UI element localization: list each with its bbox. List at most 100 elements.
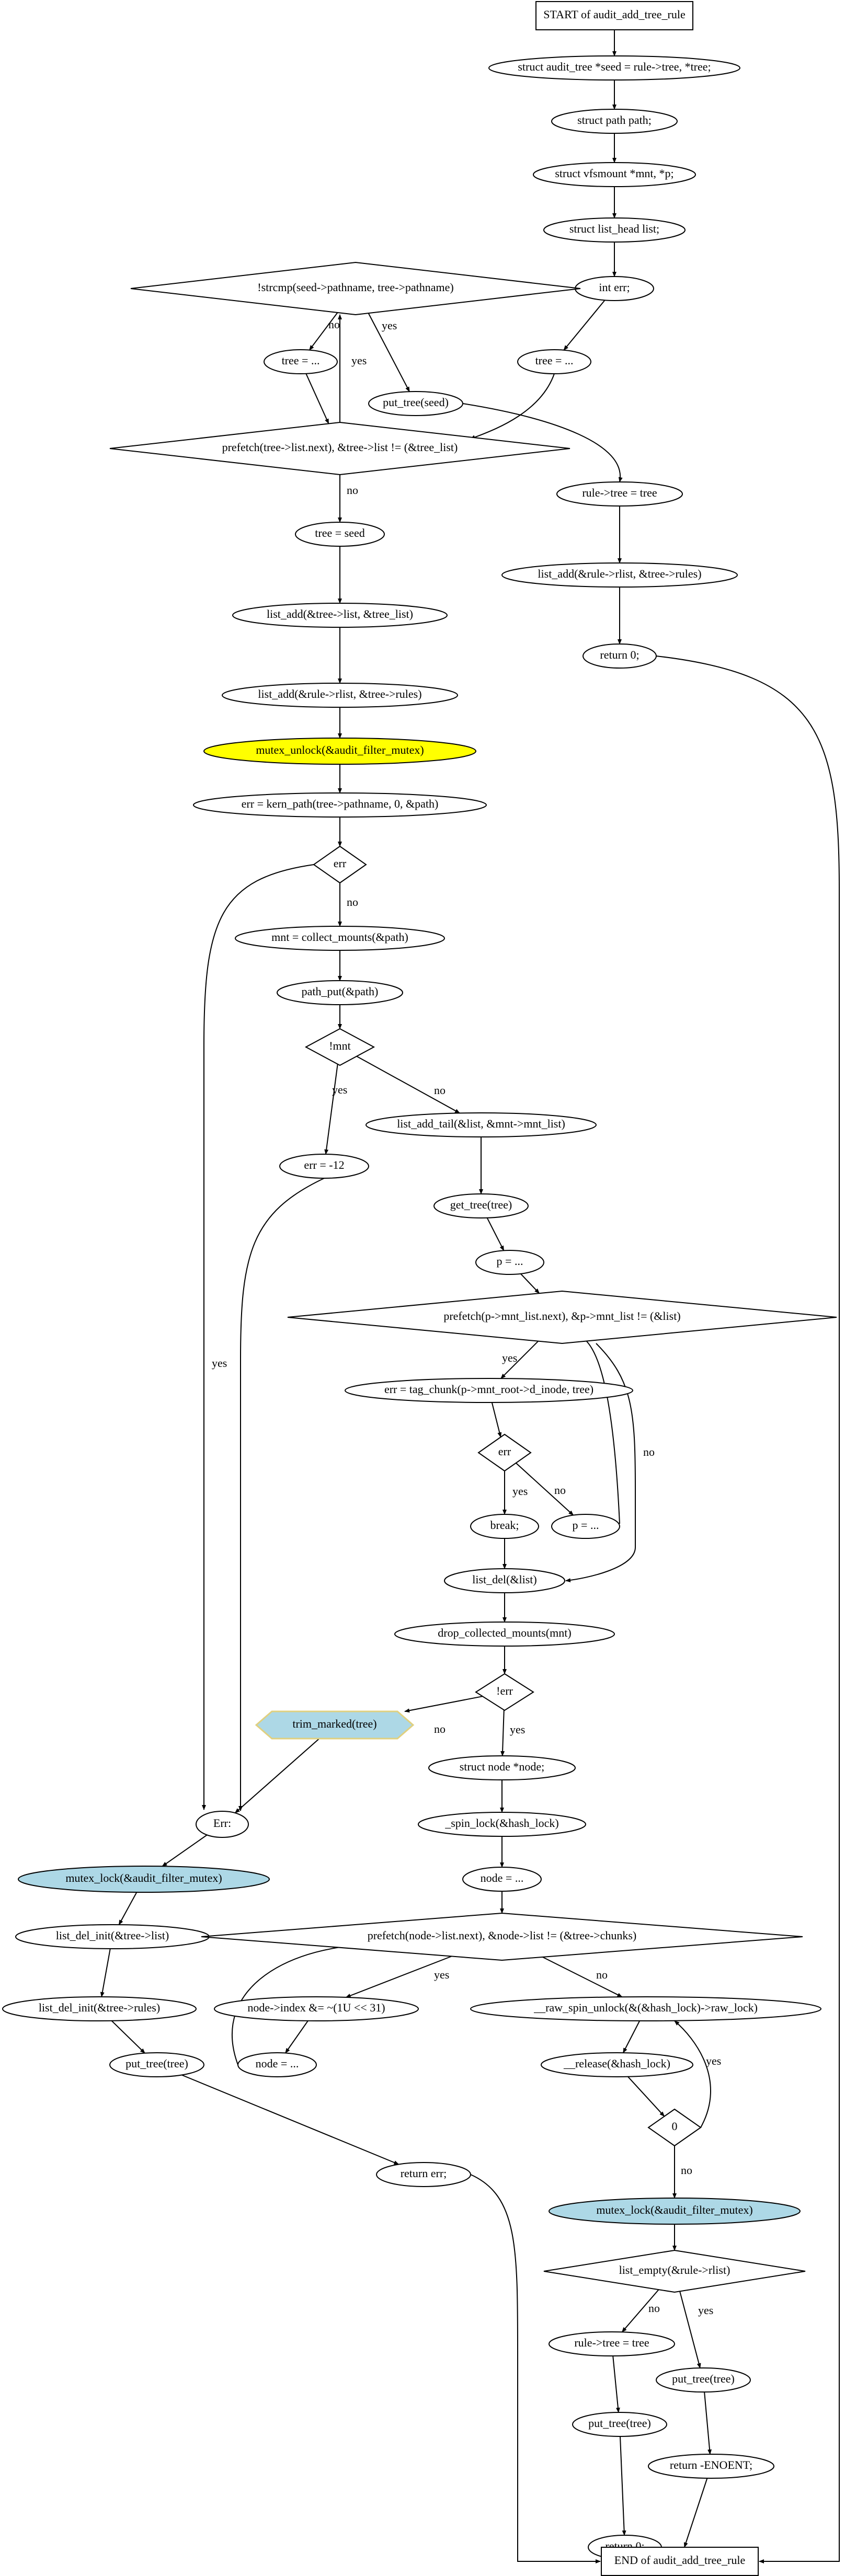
node-n-node2: node = ... — [237, 2052, 317, 2077]
edge-n-puttree2-to-n-return0-b — [620, 2436, 626, 2536]
edge-d-err1-to-n-err — [202, 864, 314, 1810]
edge-n-tagchunk-to-d-err2 — [491, 1402, 502, 1438]
node-n-p2: p = ... — [551, 1514, 620, 1539]
node-label: return 0; — [600, 648, 639, 661]
node-shape-ellipse — [549, 2198, 801, 2225]
node-label: struct path path; — [577, 113, 652, 126]
node-label: err — [498, 1445, 511, 1458]
node-label: list_del_init(&tree->rules) — [39, 2001, 160, 2014]
node-label: struct list_head list; — [569, 222, 659, 235]
edge-n-return0-a-to-end — [656, 656, 840, 2563]
node-n-puttree2: put_tree(tree) — [572, 2412, 667, 2437]
node-shape-ellipse — [551, 109, 678, 134]
node-shape-ellipse — [556, 481, 683, 507]
node-shape-ellipse — [418, 1812, 586, 1837]
node-n-listadd-rlist1: list_add(&rule->rlist, &tree->rules) — [501, 562, 738, 588]
node-label: get_tree(tree) — [450, 1198, 512, 1211]
node-shape-ellipse — [279, 1154, 369, 1179]
node-label: list_del_init(&tree->list) — [56, 1929, 169, 1942]
edge-label-yes: yes — [434, 1968, 449, 1981]
edge-n-nodeindex-to-n-node2 — [284, 2020, 309, 2054]
node-n-listdelinit-rules: list_del_init(&tree->rules) — [2, 1996, 197, 2021]
node-label: START of audit_add_tree_rule — [543, 8, 685, 21]
node-label: prefetch(p->mnt_list.next), &p->mnt_list… — [443, 1309, 680, 1322]
node-label: __release(&hash_lock) — [563, 2057, 670, 2070]
node-end: END of audit_add_tree_rule — [601, 2547, 759, 2576]
edge-d-zero-to-n-rawunlock — [674, 2020, 711, 2128]
node-shape-ellipse — [541, 2052, 693, 2077]
edge-n-puttree-seed-to-n-ruletree — [462, 403, 623, 482]
node-n-spinlock: _spin_lock(&hash_lock) — [418, 1812, 586, 1837]
node-label: 0 — [672, 2120, 678, 2133]
node-n-tagchunk: err = tag_chunk(p->mnt_root->d_inode, tr… — [345, 1378, 633, 1403]
node-label: list_add(&rule->rlist, &tree->rules) — [258, 687, 421, 700]
node-n-pathput: path_put(&path) — [277, 980, 403, 1005]
node-shape-diamond — [201, 1912, 803, 1961]
node-label: node->index &= ~(1U << 31) — [247, 2001, 385, 2014]
node-shape-ellipse — [462, 1867, 542, 1892]
edge-n-listdelinit-list-to-n-listdelinit-rules — [100, 1948, 111, 1997]
node-shape-diamond — [109, 421, 570, 476]
node-shape-diamond — [130, 261, 581, 316]
node-n-tree1: tree = ... — [517, 349, 591, 374]
node-n-seed: struct audit_tree *seed = rule->tree, *t… — [488, 55, 740, 80]
node-shape-diamond — [475, 1673, 534, 1711]
node-n-err12: err = -12 — [279, 1154, 369, 1179]
node-shape-ellipse — [222, 683, 458, 708]
node-start: START of audit_add_tree_rule — [535, 1, 693, 30]
node-label: _spin_lock(&hash_lock) — [444, 1816, 559, 1830]
node-shape-diamond — [313, 845, 367, 884]
node-label: mutex_lock(&audit_filter_mutex) — [596, 2203, 752, 2216]
node-shape-ellipse — [648, 2454, 774, 2479]
node-label: put_tree(tree) — [672, 2372, 735, 2385]
edge-label-no: no — [328, 318, 340, 331]
node-shape-diamond — [543, 2249, 806, 2293]
edge-n-p1-to-d-prefetch2 — [520, 1273, 540, 1294]
node-shape-ellipse — [109, 2052, 204, 2077]
edge-label-no: no — [347, 484, 358, 497]
node-shape-ellipse — [232, 603, 448, 628]
edge-n-puttree3-to-n-return-enoent — [704, 2391, 712, 2455]
node-shape-ellipse — [235, 926, 445, 951]
node-shape-ellipse — [444, 1568, 565, 1593]
edge-d-mnt-to-n-err12 — [324, 1064, 338, 1155]
node-n-ruletree2: rule->tree = tree — [549, 2331, 675, 2356]
node-shape-ellipse — [295, 522, 385, 547]
node-d-err2: err — [477, 1433, 532, 1472]
node-n-break: break; — [470, 1514, 539, 1539]
node-n-vfsmount: struct vfsmount *mnt, *p; — [533, 162, 696, 187]
node-label: node = ... — [256, 2057, 299, 2070]
node-label: return err; — [401, 2167, 447, 2180]
node-n-tree2: tree = ... — [264, 349, 338, 374]
node-shape-ellipse — [533, 162, 696, 187]
node-n-structnode: struct node *node; — [428, 1755, 576, 1780]
node-label: list_add(&rule->rlist, &tree->rules) — [538, 567, 701, 580]
node-shape-ellipse — [366, 1112, 597, 1137]
node-shape-ellipse — [264, 349, 338, 374]
node-shape-ellipse — [501, 562, 738, 588]
edge-d-err3-to-n-trim — [404, 1696, 483, 1713]
node-label: struct vfsmount *mnt, *p; — [555, 167, 673, 180]
node-shape-ellipse — [488, 55, 740, 80]
node-label: int err; — [599, 281, 630, 294]
edge-label-yes: yes — [512, 1485, 528, 1498]
node-n-trim: trim_marked(tree) — [255, 1710, 415, 1740]
node-label: __raw_spin_unlock(&(&hash_lock)->raw_loc… — [533, 2001, 758, 2014]
node-label: !err — [496, 1684, 513, 1697]
node-d-prefetch1: prefetch(tree->list.next), &tree->list !… — [109, 421, 570, 476]
node-shape-hexagon — [255, 1710, 415, 1740]
node-n-returnerr: return err; — [376, 2162, 471, 2187]
node-label: struct node *node; — [460, 1760, 545, 1773]
edge-n-interr-to-n-tree1 — [563, 300, 606, 351]
edge-n-mutex-lock1-to-n-listdelinit-list — [118, 1892, 138, 1925]
node-shape-ellipse — [196, 1811, 249, 1838]
edge-n-err12-to-n-err — [238, 1178, 325, 1811]
node-label: p = ... — [497, 1255, 523, 1268]
node-label: put_tree(tree) — [125, 2057, 188, 2070]
edge-label-yes: yes — [698, 2304, 713, 2317]
node-n-return0-a: return 0; — [583, 643, 657, 669]
node-n-listadd-rlist2: list_add(&rule->rlist, &tree->rules) — [222, 683, 458, 708]
node-label: drop_collected_mounts(mnt) — [438, 1626, 571, 1639]
node-n-ruletree: rule->tree = tree — [556, 481, 683, 507]
